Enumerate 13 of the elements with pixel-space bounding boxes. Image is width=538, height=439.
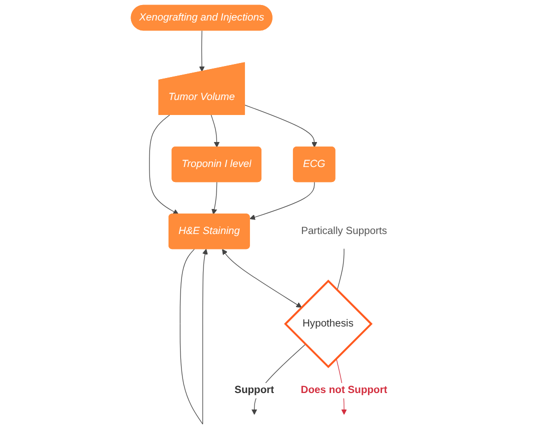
arrow	[211, 114, 220, 148]
arrow	[222, 249, 302, 308]
connector	[337, 248, 345, 290]
arrow	[244, 104, 318, 148]
node-diamond: Hypothesis	[284, 280, 373, 368]
arrow	[212, 182, 218, 215]
arrow	[199, 30, 205, 72]
arrow	[250, 182, 315, 220]
arrow	[149, 114, 179, 215]
node-text: Partically Supports	[301, 226, 388, 237]
edge-label: Does not Support	[301, 384, 388, 396]
arrow	[180, 248, 208, 424]
edge-label: Support	[234, 384, 274, 396]
